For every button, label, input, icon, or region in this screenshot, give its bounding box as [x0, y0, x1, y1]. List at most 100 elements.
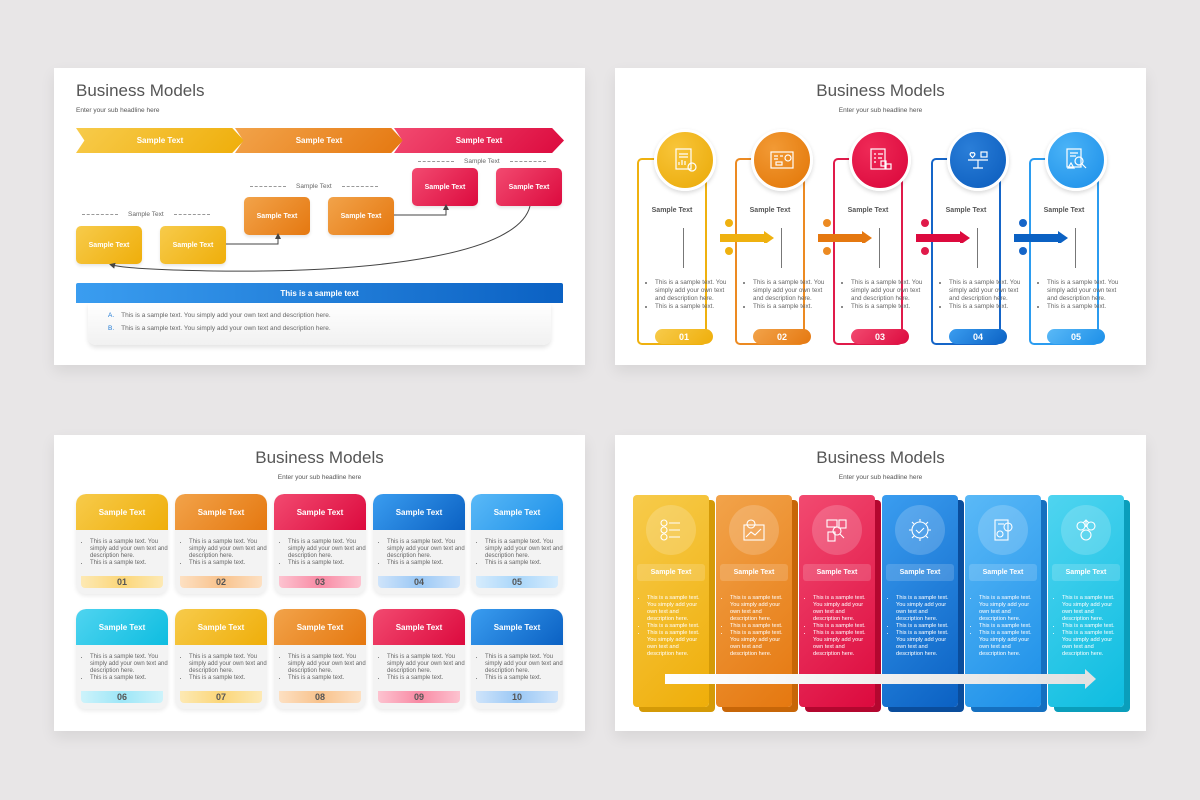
panel-bullets: This is a sample text. You simply add yo…	[1052, 595, 1122, 658]
step-number-3: 03	[851, 329, 909, 344]
panel-1[interactable]: Sample Text This is a sample text. You s…	[633, 495, 709, 707]
step-heading-5: Sample Text	[1043, 207, 1085, 214]
step-number-5: 05	[1047, 329, 1105, 344]
risk-analysis-icon	[1045, 129, 1107, 191]
process-box-1[interactable]: Sample Text	[76, 226, 142, 264]
slide-title: Business Models	[255, 448, 384, 467]
connector-dot	[725, 247, 733, 255]
slide-4-panels[interactable]: Business Models Enter your sub headline …	[615, 435, 1146, 731]
step-heading-3: Sample Text	[847, 207, 889, 214]
panel-heading: Sample Text	[637, 564, 705, 581]
card-bullets: This is a sample text. You simply add yo…	[76, 645, 168, 689]
step-bullets-1: This is a sample text. You simply add yo…	[647, 279, 727, 311]
panel-3[interactable]: Sample Text This is a sample text. You s…	[799, 495, 875, 707]
card-number: 02	[180, 576, 262, 588]
card-number: 06	[81, 691, 163, 703]
slide-subtitle: Enter your sub headline here	[838, 474, 923, 481]
card-heading: Sample Text	[373, 494, 465, 530]
slide-2-five-steps[interactable]: Business Models Enter your sub headline …	[615, 68, 1146, 365]
step-divider-4	[977, 228, 978, 268]
slide-title: Business Models	[76, 81, 205, 100]
strategy-board-icon	[751, 129, 813, 191]
card-bullets: This is a sample text. You simply add yo…	[175, 645, 267, 689]
panel-heading: Sample Text	[969, 564, 1037, 581]
slide-1-process-flow[interactable]: Business Models Enter your sub headline …	[54, 68, 585, 365]
arrow-right-icon	[720, 231, 774, 243]
card-number: 10	[476, 691, 558, 703]
process-box-2[interactable]: Sample Text	[160, 226, 226, 264]
slide-title: Business Models	[816, 81, 945, 100]
group-label-3: Sample Text	[418, 158, 546, 165]
card-bullets: This is a sample text. You simply add yo…	[274, 530, 366, 574]
process-box-4[interactable]: Sample Text	[328, 197, 394, 235]
slide-subtitle: Enter your sub headline here	[838, 107, 923, 114]
connector-dot	[823, 219, 831, 227]
note-item-a: A.This is a sample text. You simply add …	[108, 312, 331, 319]
step-number-2: 02	[753, 329, 811, 344]
chevron-stage-3: Sample Text	[394, 128, 564, 153]
panel-heading: Sample Text	[886, 564, 954, 581]
card-bullets: This is a sample text. You simply add yo…	[373, 530, 465, 574]
card-heading: Sample Text	[175, 494, 267, 530]
slide-3-card-grid[interactable]: Business Models Enter your sub headline …	[54, 435, 585, 731]
card-heading: Sample Text	[274, 609, 366, 645]
step-heading-2: Sample Text	[749, 207, 791, 214]
progress-arrow-shaft	[665, 674, 1085, 684]
summary-banner: This is a sample text	[76, 283, 563, 303]
slide-title: Business Models	[816, 448, 945, 467]
arrow-right-icon	[818, 231, 872, 243]
checklist-icon	[646, 505, 696, 555]
panel-heading: Sample Text	[1052, 564, 1120, 581]
card-bullets: This is a sample text. You simply add yo…	[274, 645, 366, 689]
arrow-right-icon	[1014, 231, 1068, 243]
document-search-gear-icon	[978, 505, 1028, 555]
step-heading-4: Sample Text	[945, 207, 987, 214]
card-number: 09	[378, 691, 460, 703]
panel-5[interactable]: Sample Text This is a sample text. You s…	[965, 495, 1041, 707]
process-box-5[interactable]: Sample Text	[412, 168, 478, 206]
connector-dot	[1019, 247, 1027, 255]
process-box-3[interactable]: Sample Text	[244, 197, 310, 235]
panel-bullets: This is a sample text. You simply add yo…	[803, 595, 873, 658]
card-heading: Sample Text	[76, 494, 168, 530]
arrow-right-icon	[1085, 669, 1096, 689]
group-label-1: Sample Text	[82, 211, 210, 218]
process-box-6[interactable]: Sample Text	[496, 168, 562, 206]
cloud-network-icon	[1061, 505, 1111, 555]
panel-bullets: This is a sample text. You simply add yo…	[720, 595, 790, 658]
card-bullets: This is a sample text. You simply add yo…	[471, 645, 563, 689]
card-number: 04	[378, 576, 460, 588]
step-divider-1	[683, 228, 684, 268]
step-divider-3	[879, 228, 880, 268]
connector-dot	[921, 247, 929, 255]
chevron-stage-1: Sample Text	[76, 128, 244, 153]
card-bullets: This is a sample text. You simply add yo…	[373, 645, 465, 689]
inventory-checklist-icon	[849, 129, 911, 191]
card-number: 01	[81, 576, 163, 588]
step-bullets-4: This is a sample text. You simply add yo…	[941, 279, 1021, 311]
card-number: 08	[279, 691, 361, 703]
notes-panel: A.This is a sample text. You simply add …	[88, 303, 551, 345]
gear-check-icon	[895, 505, 945, 555]
card-number: 05	[476, 576, 558, 588]
card-number: 07	[180, 691, 262, 703]
panel-4[interactable]: Sample Text This is a sample text. You s…	[882, 495, 958, 707]
arrow-right-icon	[916, 231, 970, 243]
card-bullets: This is a sample text. You simply add yo…	[175, 530, 267, 574]
panel-2[interactable]: Sample Text This is a sample text. You s…	[716, 495, 792, 707]
slide-subtitle: Enter your sub headline here	[277, 474, 362, 481]
card-heading: Sample Text	[274, 494, 366, 530]
step-bullets-3: This is a sample text. You simply add yo…	[843, 279, 923, 311]
work-life-balance-icon	[947, 129, 1009, 191]
step-bullets-5: This is a sample text. You simply add yo…	[1039, 279, 1119, 311]
